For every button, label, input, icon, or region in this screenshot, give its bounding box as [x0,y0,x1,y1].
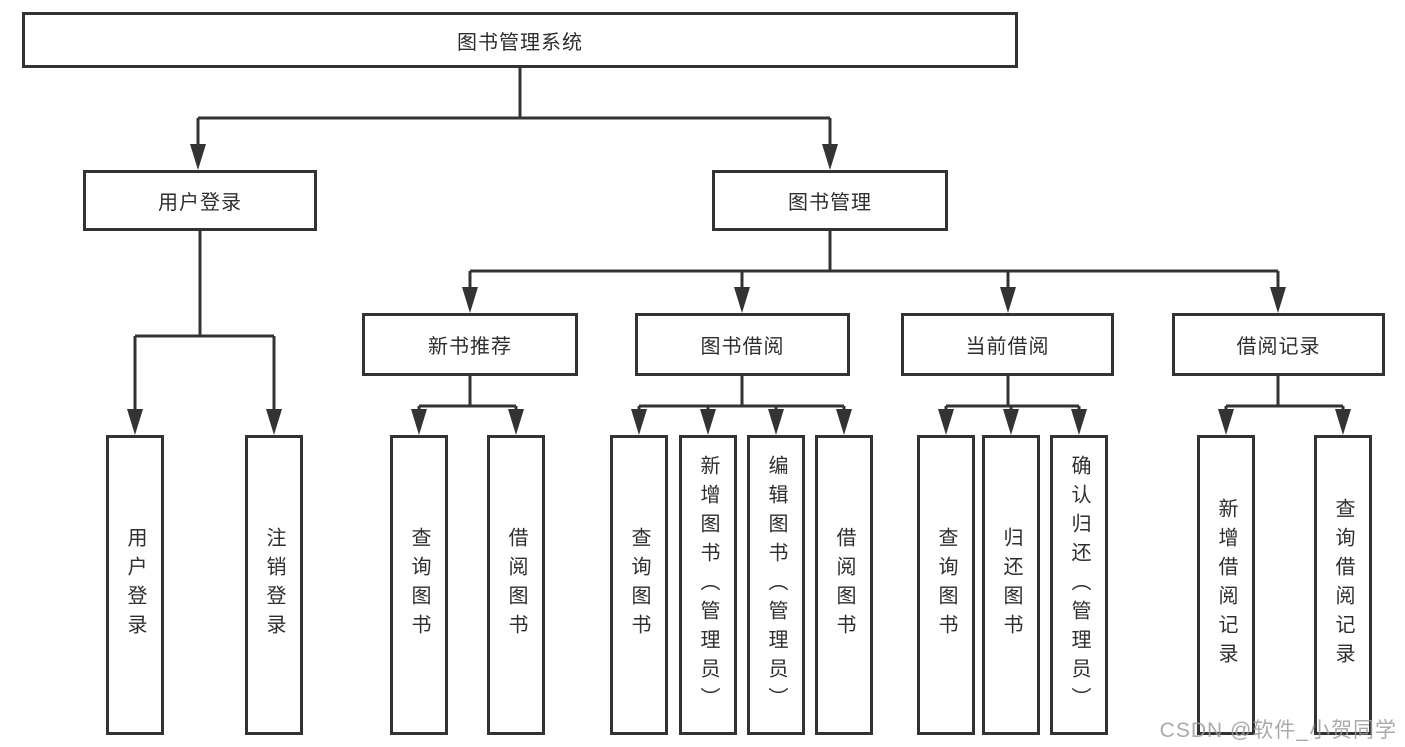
leaf-borrow-books: 借阅图书 [815,435,873,735]
arrow-down-icon [190,144,206,170]
leaf-borrow-books-label: 借阅图书 [833,527,855,643]
arrow-down-icon [127,409,143,435]
leaf-query-books-recommend: 查询图书 [390,435,448,735]
leaf-borrow-books-recommend-label: 借阅图书 [505,527,527,643]
arrow-down-icon [631,409,647,435]
arrow-down-icon [1071,409,1087,435]
leaf-query-books-borrow: 查询图书 [610,435,668,735]
leaf-query-books-current-label: 查询图书 [935,527,957,643]
leaf-logout: 注销登录 [245,435,303,735]
arrow-down-icon [462,287,478,313]
arrow-down-icon [768,409,784,435]
leaf-add-borrow-record: 新增借阅记录 [1197,435,1255,735]
leaf-add-books-admin: 新增图书（管理员） [679,435,737,735]
node-user-login-label: 用户登录 [158,192,242,214]
arrow-down-icon [836,409,852,435]
arrow-down-icon [411,409,427,435]
leaf-borrow-books-recommend: 借阅图书 [487,435,545,735]
leaf-logout-label: 注销登录 [263,527,285,643]
leaf-query-borrow-record-label: 查询借阅记录 [1332,498,1354,672]
node-book-management-label: 图书管理 [788,192,872,214]
leaf-confirm-return-admin-label: 确认归还（管理员） [1068,454,1090,716]
arrow-down-icon [1218,409,1234,435]
node-user-login: 用户登录 [83,170,317,231]
node-borrow-records: 借阅记录 [1172,313,1385,376]
arrow-down-icon [734,287,750,313]
node-book-borrow: 图书借阅 [635,313,850,376]
arrow-down-icon [1000,287,1016,313]
leaf-edit-books-admin-label: 编辑图书（管理员） [765,454,787,716]
leaf-query-books-borrow-label: 查询图书 [628,527,650,643]
arrow-down-icon [1270,287,1286,313]
leaf-edit-books-admin: 编辑图书（管理员） [747,435,805,735]
leaf-return-books: 归还图书 [982,435,1040,735]
node-new-book-recommend-label: 新书推荐 [428,336,512,358]
arrow-down-icon [266,409,282,435]
leaf-add-books-admin-label: 新增图书（管理员） [697,454,719,716]
arrow-down-icon [1335,409,1351,435]
leaf-return-books-label: 归还图书 [1000,527,1022,643]
leaf-query-books-current: 查询图书 [917,435,975,735]
leaf-confirm-return-admin: 确认归还（管理员） [1050,435,1108,735]
arrow-down-icon [700,409,716,435]
node-current-borrow-label: 当前借阅 [965,336,1050,358]
node-new-book-recommend: 新书推荐 [362,313,578,376]
arrow-down-icon [822,144,838,170]
leaf-query-books-recommend-label: 查询图书 [408,527,430,643]
node-borrow-records-label: 借阅记录 [1236,336,1321,358]
node-book-borrow-label: 图书借阅 [700,336,785,358]
node-root-label: 图书管理系统 [457,31,583,54]
node-root-system: 图书管理系统 [22,12,1018,68]
arrow-down-icon [508,409,524,435]
leaf-user-login: 用户登录 [106,435,164,735]
node-current-borrow: 当前借阅 [901,313,1114,376]
arrow-down-icon [1003,409,1019,435]
arrow-down-icon [938,409,954,435]
leaf-query-borrow-record: 查询借阅记录 [1314,435,1372,735]
csdn-watermark: CSDN @软件_小贺同学 [1159,719,1397,742]
leaf-user-login-label: 用户登录 [124,527,146,643]
leaf-add-borrow-record-label: 新增借阅记录 [1215,498,1237,672]
node-book-management: 图书管理 [712,170,948,231]
